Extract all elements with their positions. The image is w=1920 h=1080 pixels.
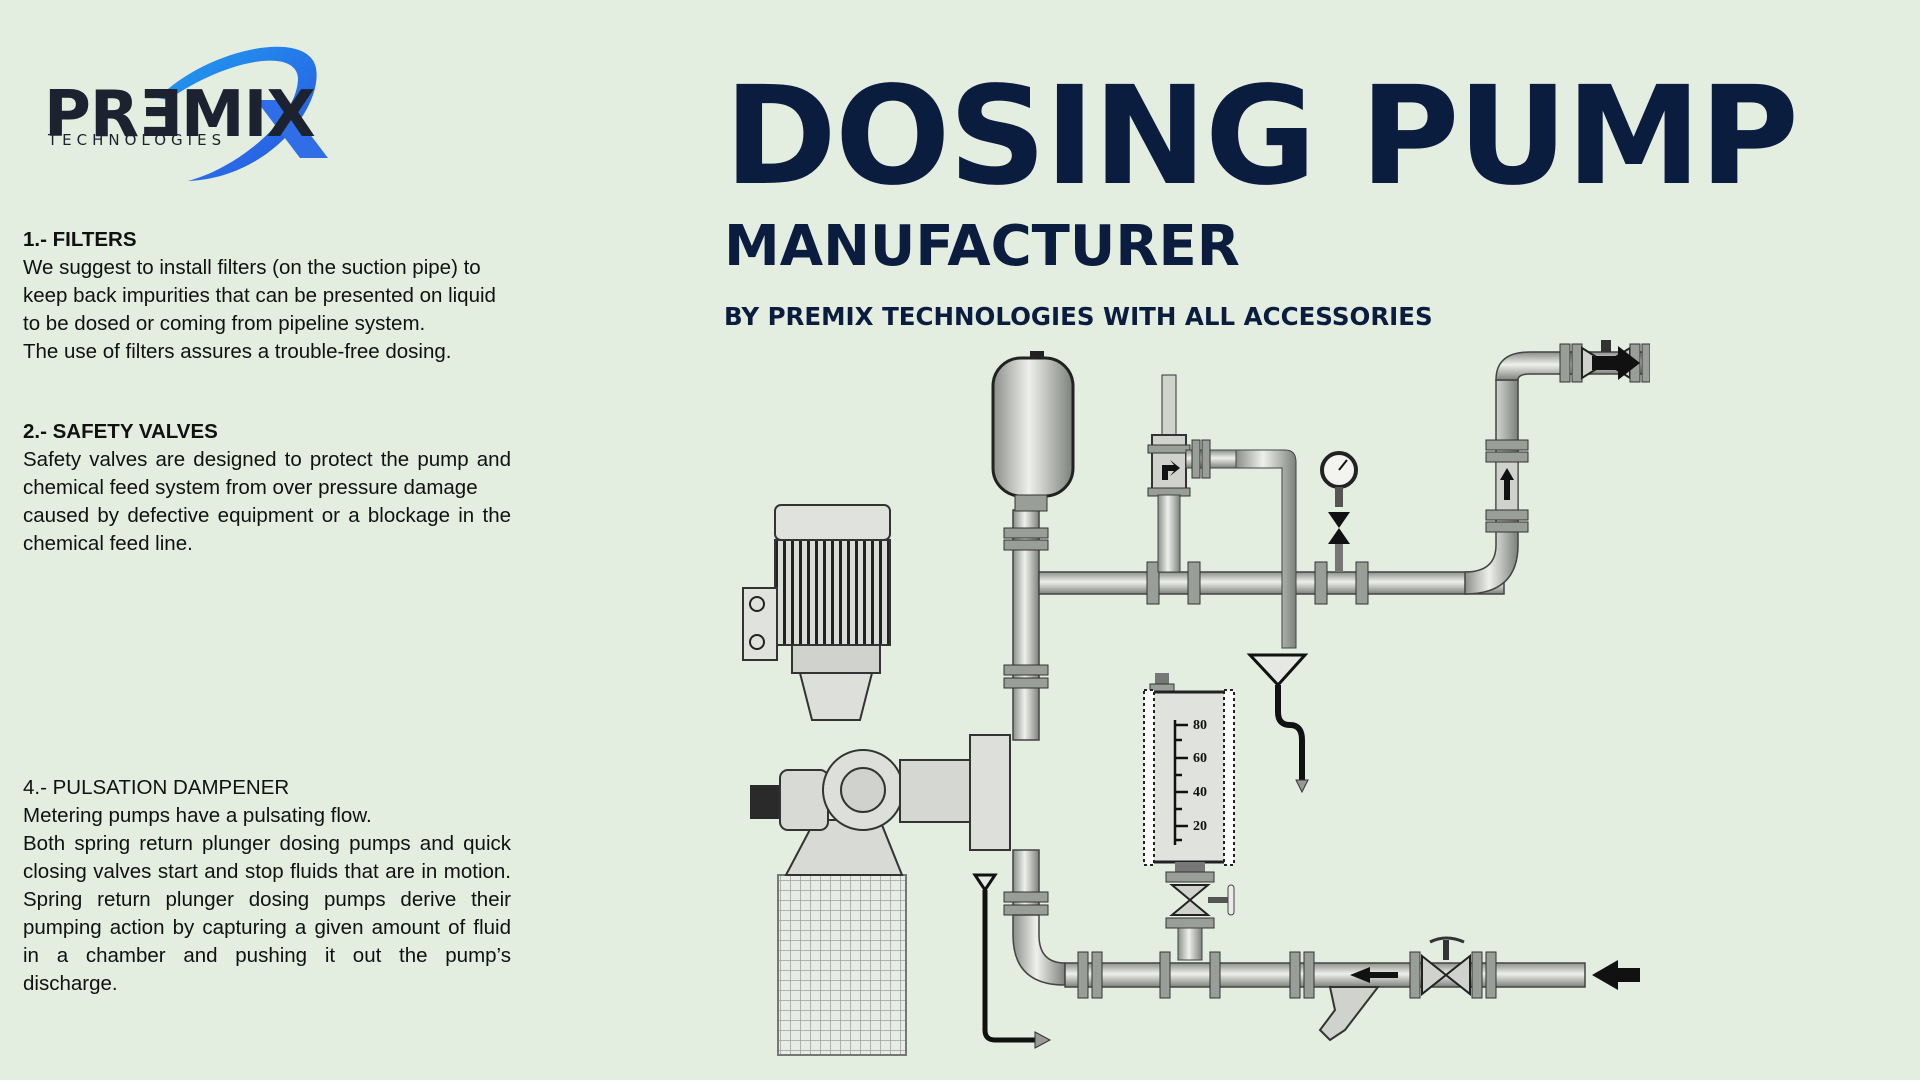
page-title: DOSING PUMP	[724, 58, 1799, 216]
section-title: 2.- SAFETY VALVES	[23, 420, 218, 443]
suction-valve	[1409, 936, 1497, 999]
section-body: Safety valves are designed to protect th…	[23, 448, 511, 499]
scale-label: 40	[1193, 785, 1207, 800]
section-note: The use of filters assures a trouble-fre…	[23, 340, 452, 363]
suction-line	[1064, 962, 1586, 988]
scale-label: 60	[1193, 751, 1207, 766]
dosing-pump-diagram: 80 60 40 20	[730, 340, 1651, 1060]
drain-funnel	[1246, 653, 1309, 794]
premix-logo: PRƎMIX TECHNOLOGIES	[38, 38, 338, 188]
pulsation-dampener	[991, 351, 1075, 512]
pump-base	[777, 874, 907, 1056]
safety-valve	[1147, 374, 1297, 649]
section-body: caused by defective equipment or a block…	[23, 504, 511, 555]
section-body: We suggest to install filters (on the su…	[23, 256, 496, 335]
scale-label: 80	[1193, 718, 1207, 733]
section-title: 1.- FILTERS	[23, 228, 137, 251]
inlet-arrow-icon	[1592, 960, 1640, 990]
logo-wordmark: PRƎMIX	[44, 78, 316, 152]
section-body: Both spring return plunger dosing pumps …	[23, 832, 511, 995]
pump-head	[750, 734, 1011, 851]
scale-label: 20	[1193, 819, 1207, 834]
pump-schematic: 80 60 40 20	[742, 340, 1651, 1056]
outlet-arrow-icon	[1592, 346, 1640, 380]
foot-line	[972, 873, 1052, 1049]
y-strainer	[1318, 986, 1381, 1042]
section-body: Metering pumps have a pulsating flow.	[23, 804, 372, 827]
page-tagline: BY PREMIX TECHNOLOGIES WITH ALL ACCESSOR…	[724, 302, 1433, 331]
flow-arrow-icon	[1500, 468, 1514, 500]
section-safety-valves: 2.- SAFETY VALVES Safety valves are desi…	[23, 418, 511, 558]
logo-swoosh-icon	[158, 46, 328, 181]
section-title: 4.- PULSATION DAMPENER	[23, 776, 290, 799]
calibration-column: 80 60 40 20	[1143, 673, 1235, 961]
logo-subtitle: TECHNOLOGIES	[48, 131, 227, 149]
discharge-line	[1038, 571, 1505, 595]
section-pulsation-dampener: 4.- PULSATION DAMPENER Metering pumps ha…	[23, 774, 511, 998]
section-filters: 1.- FILTERS We suggest to install filter…	[23, 226, 511, 366]
pump-motor	[742, 504, 891, 721]
flow-arrow-icon	[1350, 967, 1398, 983]
suction-elbow	[1012, 914, 1066, 986]
page-subtitle: MANUFACTURER	[724, 214, 1240, 279]
pressure-gauge	[1320, 451, 1358, 572]
